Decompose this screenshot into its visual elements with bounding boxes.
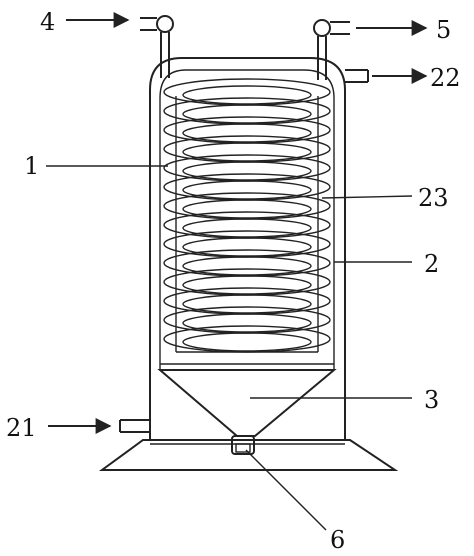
label-21: 21 <box>6 414 37 442</box>
outlet-valve <box>231 435 255 455</box>
outlet-pipe <box>313 19 350 80</box>
label-2: 2 <box>424 250 439 278</box>
leader-23 <box>321 195 413 199</box>
inner-coil-turn <box>182 275 312 295</box>
inner-coil-turn <box>182 199 312 219</box>
inner-coil-turn <box>182 104 312 124</box>
label-3: 3 <box>424 386 439 414</box>
outer-vessel <box>149 57 346 440</box>
heat-exchange-coil <box>163 78 331 353</box>
inlet-pipe <box>140 15 174 78</box>
label-6: 6 <box>330 526 345 554</box>
inner-coil-turn <box>182 237 312 257</box>
inner-coil-turn <box>182 294 312 314</box>
label-1: 1 <box>24 152 39 180</box>
inner-coil-turn <box>182 161 312 181</box>
outlet-valve-inner <box>235 443 251 453</box>
label-4: 4 <box>40 8 55 36</box>
jacket-inlet-port <box>119 419 150 433</box>
jacket-outlet-port <box>345 69 369 83</box>
inner-coil-turn <box>182 142 312 162</box>
leader-6 <box>245 449 327 531</box>
label-22: 22 <box>430 64 461 92</box>
label-23: 23 <box>418 184 449 212</box>
inner-coil-turn <box>182 313 312 333</box>
base-stand <box>98 439 399 471</box>
inner-coil-turn <box>182 180 312 200</box>
inner-wall <box>159 69 335 370</box>
inner-coil-turn <box>182 85 312 105</box>
outer-coil-turn <box>163 325 331 353</box>
inner-coil-turn <box>182 123 312 143</box>
conical-hopper <box>157 369 337 437</box>
label-5: 5 <box>436 16 451 44</box>
inner-coil-turn <box>182 256 312 276</box>
inner-coil-turn <box>182 218 312 238</box>
inner-coil-turn <box>182 332 312 352</box>
